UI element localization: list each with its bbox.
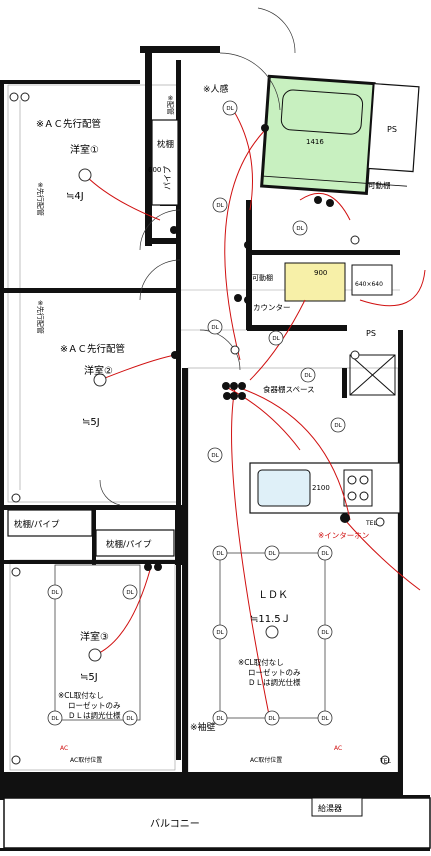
bathroom [260, 74, 420, 195]
svg-text:DL: DL [216, 551, 224, 557]
washer-space [351, 264, 393, 296]
svg-text:TEL: TEL [379, 758, 391, 765]
svg-text:DL: DL [211, 453, 219, 459]
svg-text:※ＡＣ先行配管: ※ＡＣ先行配管 [36, 118, 101, 130]
svg-text:ＬＤＫ: ＬＤＫ [258, 590, 288, 601]
svg-text:PS: PS [366, 329, 376, 338]
dl-labels: DL DL DL DL DL DL DL DL DL DL DL DL DL D… [51, 106, 342, 722]
svg-text:DL: DL [216, 203, 224, 209]
svg-text:≒11.5Ｊ: ≒11.5Ｊ [250, 614, 291, 625]
svg-text:TEL: TEL [365, 520, 377, 527]
svg-text:ローゼットのみ: ローゼットのみ [68, 700, 121, 710]
svg-text:枕棚: 枕棚 [157, 139, 174, 150]
svg-text:パイプ: パイプ [163, 166, 172, 190]
svg-text:AC: AC [60, 745, 68, 752]
svg-text:ローゼットのみ: ローゼットのみ [248, 667, 301, 677]
svg-text:DL: DL [216, 630, 224, 636]
svg-text:食器棚スペース: 食器棚スペース [263, 384, 315, 394]
svg-text:DL: DL [226, 106, 234, 112]
ceiling-rosettes [78, 168, 279, 662]
door-swings [99, 7, 296, 506]
kitchen [249, 462, 401, 514]
svg-text:ＤＬは調光仕様: ＤＬは調光仕様 [248, 677, 301, 687]
svg-text:※先行配管: ※先行配管 [36, 182, 45, 216]
svg-text:可動棚: 可動棚 [368, 180, 391, 190]
balcony [3, 797, 431, 849]
svg-text:≒5J: ≒5J [80, 672, 98, 683]
svg-text:※袖壁: ※袖壁 [190, 721, 216, 733]
svg-text:DL: DL [126, 590, 134, 596]
wiring [84, 104, 426, 721]
svg-text:DL: DL [296, 226, 304, 232]
svg-text:DL: DL [334, 423, 342, 429]
svg-text:DL: DL [216, 716, 224, 722]
svg-text:洋室①: 洋室① [70, 143, 99, 156]
storage-box [349, 354, 396, 396]
svg-text:DL: DL [126, 716, 134, 722]
fixture-labels: 枕棚 600 パイプ ※人感 ※配管 PS PS 1416 可動棚 可動棚 90… [14, 83, 397, 830]
svg-text:給湯器: 給湯器 [318, 803, 342, 813]
svg-text:※インターホン: ※インターホン [318, 531, 369, 540]
room-labels: ※ＡＣ先行配管 洋室① ≒4J ※ＡＣ先行配管 洋室② ≒5J 洋室③ ≒5J … [36, 118, 301, 720]
svg-text:※ＡＣ先行配管: ※ＡＣ先行配管 [60, 343, 125, 355]
switch-plates [144, 124, 350, 571]
svg-text:900: 900 [314, 269, 327, 277]
svg-text:600: 600 [148, 166, 161, 174]
svg-text:※人感: ※人感 [203, 83, 229, 95]
svg-text:DL: DL [51, 590, 59, 596]
svg-text:カウンター: カウンター [253, 303, 291, 312]
svg-text:DL: DL [51, 716, 59, 722]
svg-text:※配管: ※配管 [166, 95, 175, 115]
svg-text:洋室③: 洋室③ [80, 630, 109, 643]
svg-text:1416: 1416 [306, 138, 324, 146]
room3-ceiling-outline [54, 564, 141, 721]
svg-text:2100: 2100 [312, 484, 330, 492]
outlets [9, 92, 390, 765]
washroom [284, 262, 346, 302]
svg-text:バルコニー: バルコニー [150, 818, 200, 830]
svg-text:ＤＬは調光仕様: ＤＬは調光仕様 [68, 710, 121, 720]
svg-text:DL: DL [272, 336, 280, 342]
svg-text:AC取付位置: AC取付位置 [70, 756, 102, 764]
svg-text:PS: PS [387, 125, 397, 134]
svg-text:DL: DL [304, 373, 312, 379]
walls [0, 46, 430, 851]
svg-text:AC取付位置: AC取付位置 [250, 756, 282, 764]
svg-text:※CL取付なし: ※CL取付なし [58, 690, 104, 700]
svg-text:※先行配管: ※先行配管 [36, 300, 45, 334]
svg-text:DL: DL [321, 551, 329, 557]
svg-text:DL: DL [268, 716, 276, 722]
svg-text:可動棚: 可動棚 [252, 273, 273, 282]
svg-text:DL: DL [321, 716, 329, 722]
svg-text:≒5J: ≒5J [82, 417, 100, 428]
svg-text:≒4J: ≒4J [66, 191, 84, 202]
dl-lights [47, 100, 346, 726]
svg-text:洋室②: 洋室② [84, 364, 113, 377]
svg-text:枕棚/パイプ: 枕棚/パイプ [106, 539, 152, 550]
svg-text:DL: DL [268, 551, 276, 557]
closets [7, 119, 179, 557]
svg-text:DL: DL [211, 325, 219, 331]
svg-text:枕棚/パイプ: 枕棚/パイプ [14, 519, 60, 530]
svg-text:DL: DL [321, 630, 329, 636]
svg-text:※CL取付なし: ※CL取付なし [238, 657, 284, 667]
svg-text:640×640: 640×640 [355, 281, 383, 288]
svg-text:AC: AC [334, 745, 342, 752]
